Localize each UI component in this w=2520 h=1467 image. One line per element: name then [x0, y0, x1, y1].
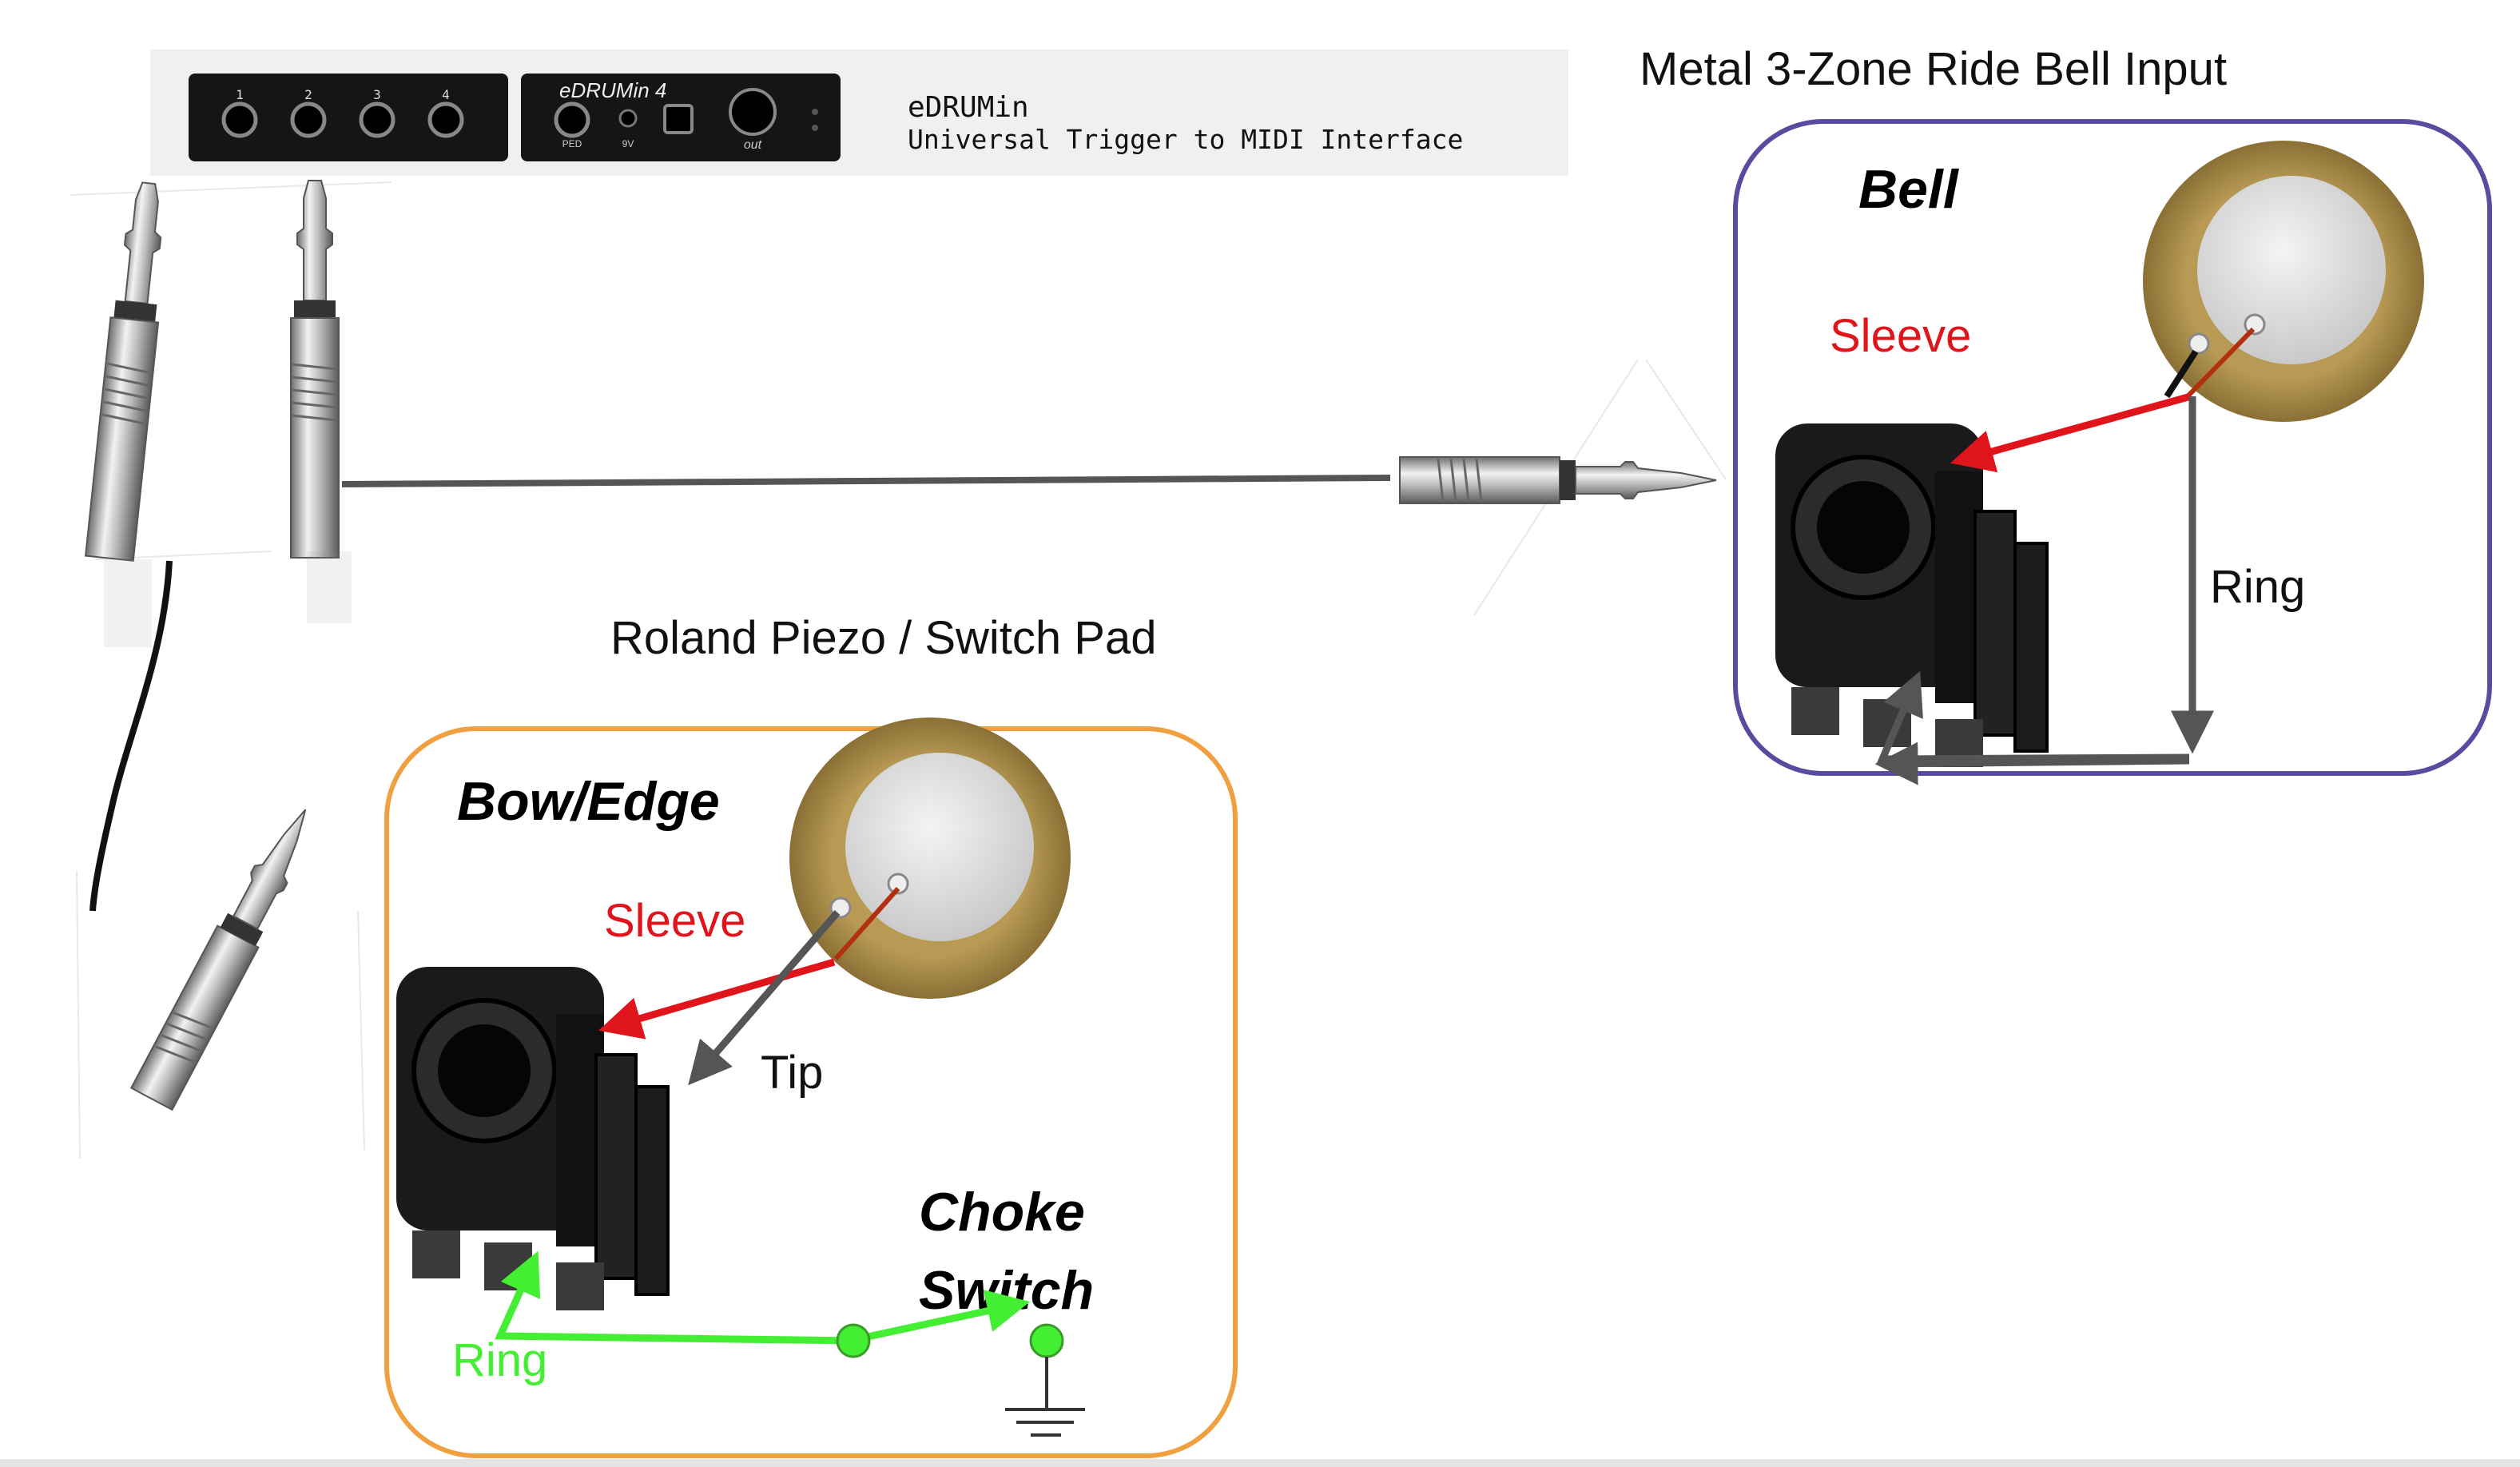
input-number-3: 3: [373, 87, 381, 102]
pad-tip-wire: [688, 910, 841, 1086]
ride-title: Metal 3-Zone Ride Bell Input: [1640, 43, 2227, 95]
input-jacks: [221, 101, 464, 138]
ride-ring-label: Ring: [2210, 561, 2305, 613]
ride-sleeve-label: Sleeve: [1830, 310, 1971, 362]
piezo-disc-icon: [789, 718, 1071, 999]
ride-bell-section: Metal 3-Zone Ride Bell Input Bell Sleeve…: [1640, 43, 2492, 785]
switch-label: Switch: [919, 1260, 1094, 1321]
panel-logo: eDRUMin 4: [559, 78, 666, 102]
photo-edges: [70, 181, 1727, 1159]
input-jack-4: [427, 101, 464, 138]
device-name: eDRUMin: [908, 91, 1029, 124]
trs-plug-icon: [84, 179, 174, 563]
ground-symbol-icon: [1005, 1357, 1085, 1437]
roland-pad-section: Roland Piezo / Switch Pad Bow/Edge Sleev…: [384, 612, 1238, 1458]
pad-title: Roland Piezo / Switch Pad: [610, 612, 1156, 664]
switch-contact: [1029, 1323, 1064, 1358]
window-bottom-edge: [0, 1459, 2520, 1467]
ride-sleeve-wire: [1950, 392, 2192, 473]
input-number-1: 1: [236, 87, 244, 102]
choke-label: Choke: [919, 1182, 1085, 1242]
plug-reflections: [104, 551, 352, 647]
input-jack-3: [359, 101, 395, 138]
jack-socket-icon: [396, 967, 668, 1310]
input-number-4: 4: [442, 87, 450, 102]
choke-switch-wire: [856, 1290, 1031, 1343]
power-socket: [618, 109, 638, 128]
trs-plug-icon: [129, 809, 307, 1111]
input-jack-1: [221, 101, 258, 138]
pad-sleeve-wire: [598, 958, 836, 1040]
edrumin-device: 1 2 3 4 eDRUMin 4 PED 9V out eDRUMin Uni…: [150, 50, 1568, 176]
bell-zone-label: Bell: [1858, 159, 1960, 220]
input-jack-2: [290, 101, 327, 138]
input-number-2: 2: [304, 87, 312, 102]
ride-ring-arrow: [1874, 741, 2190, 785]
pad-tip-label: Tip: [761, 1047, 823, 1099]
pad-border: [384, 726, 1238, 1458]
cable-to-ride: [341, 475, 1391, 487]
trs-plug-icon: [289, 179, 340, 559]
piezo-disc-icon: [2143, 141, 2424, 422]
pedal-jack: [554, 101, 590, 138]
ride-border: [1733, 119, 2492, 776]
switch-contact: [836, 1323, 871, 1358]
usb-port: [663, 104, 694, 134]
device-description: Universal Trigger to MIDI Interface: [908, 124, 1463, 155]
power-port-label: 9V: [622, 138, 634, 149]
pad-sleeve-label: Sleeve: [604, 895, 745, 947]
bow-edge-zone-label: Bow/Edge: [457, 771, 720, 832]
input-panel: [189, 74, 508, 161]
jack-socket-icon: [1775, 423, 2047, 767]
midi-port-label: out: [744, 138, 762, 152]
midi-out-port: [729, 88, 777, 136]
pedal-port-label: PED: [562, 138, 582, 149]
pad-ring-label: Ring: [452, 1334, 547, 1386]
pad-ring-wire: [495, 1250, 854, 1345]
cable-to-pad: [89, 560, 173, 912]
trs-plug-icon: [1399, 456, 1717, 504]
